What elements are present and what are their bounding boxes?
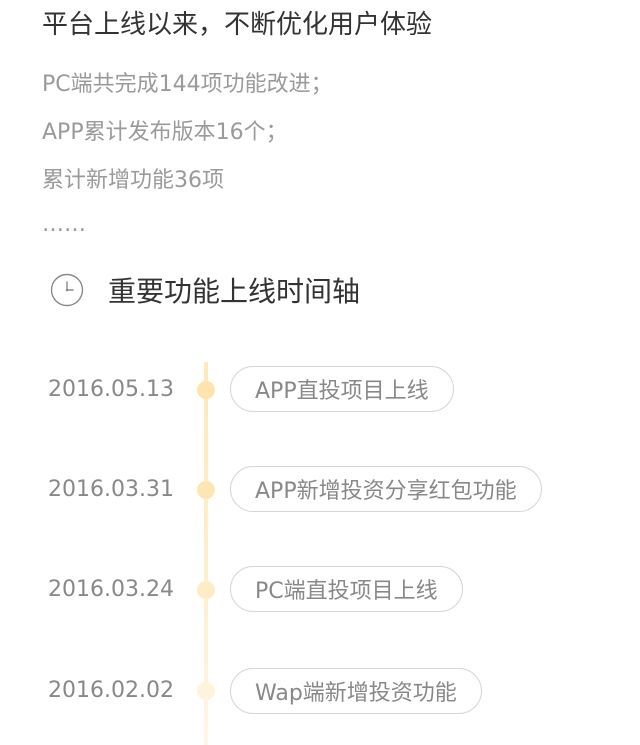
stat-app-releases: APP累计发布版本16个； xyxy=(42,120,288,145)
timeline-dot xyxy=(197,682,215,700)
timeline-dot xyxy=(197,481,215,499)
timeline-date: 2016.05.13 xyxy=(48,377,174,402)
timeline-label: APP新增投资分享红包功能 xyxy=(230,466,542,512)
stat-new-features: 累计新增功能36项 xyxy=(42,168,224,193)
timeline-line xyxy=(204,362,208,745)
section-title: 重要功能上线时间轴 xyxy=(108,275,361,308)
timeline-label: Wap端新增投资功能 xyxy=(230,668,482,714)
timeline-date: 2016.02.02 xyxy=(48,678,174,703)
stat-pc-improvements: PC端共完成144项功能改进； xyxy=(42,72,333,97)
timeline-label: APP直投项目上线 xyxy=(230,366,454,412)
timeline-label: PC端直投项目上线 xyxy=(230,566,463,612)
timeline-dot xyxy=(197,381,215,399)
timeline-date: 2016.03.31 xyxy=(48,477,174,502)
timeline-dot xyxy=(197,581,215,599)
headline: 平台上线以来，不断优化用户体验 xyxy=(42,10,433,40)
section-header: 重要功能上线时间轴 xyxy=(50,270,360,310)
timeline-date: 2016.03.24 xyxy=(48,577,174,602)
stat-ellipsis: …… xyxy=(42,212,86,237)
clock-icon xyxy=(50,273,84,307)
